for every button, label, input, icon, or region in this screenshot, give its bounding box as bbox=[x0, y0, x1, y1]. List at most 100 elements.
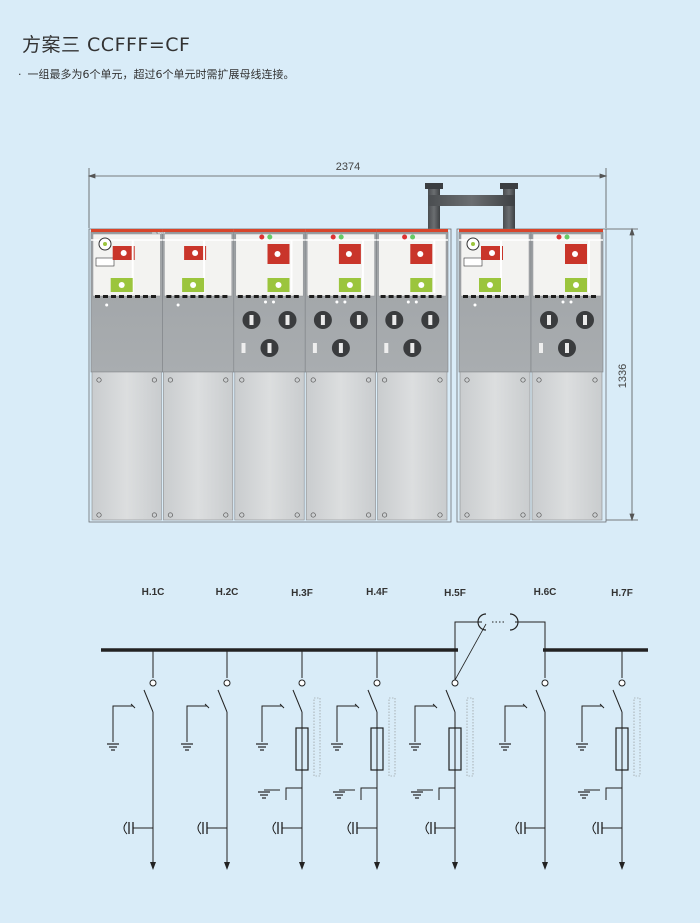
fuse-indicator bbox=[241, 343, 246, 353]
capacitor-arc bbox=[272, 821, 277, 835]
feeder-h3f: H.3F bbox=[256, 588, 321, 870]
terminal-block bbox=[559, 295, 564, 298]
fuse-icon bbox=[448, 727, 462, 771]
door-bolt bbox=[310, 512, 316, 518]
terminal-block bbox=[495, 295, 500, 298]
operating-hole-icon bbox=[346, 282, 353, 288]
cabinet-top-strip bbox=[233, 229, 306, 232]
door-bolt bbox=[536, 512, 542, 518]
door-bolt bbox=[294, 512, 300, 518]
feeder-label: H.3F bbox=[291, 588, 313, 599]
terminal-block bbox=[317, 295, 323, 298]
operating-hole-icon bbox=[192, 250, 199, 256]
cabinet-group-b bbox=[456, 228, 607, 523]
height-dimension-label: 1336 bbox=[617, 364, 629, 388]
door-bolt bbox=[464, 512, 470, 518]
indicator-lamp-red bbox=[402, 234, 408, 240]
cable-arrow-icon bbox=[542, 862, 548, 870]
door-bolt bbox=[536, 377, 542, 383]
terminal-block bbox=[511, 295, 516, 298]
terminal-block bbox=[341, 295, 347, 298]
page-note: ·一组最多为6个单元，超过6个单元时需扩展母线连接。 bbox=[18, 66, 295, 82]
indicator-dot bbox=[272, 300, 275, 304]
fuse-icon bbox=[615, 727, 629, 771]
gauge-needle bbox=[103, 242, 107, 246]
cabinet-top-strip bbox=[162, 229, 234, 232]
terminal-block bbox=[237, 295, 243, 298]
indicator-dot bbox=[414, 300, 418, 304]
door-bolt bbox=[310, 377, 316, 383]
terminal-block bbox=[277, 295, 283, 298]
terminal-block bbox=[143, 295, 148, 298]
cable-arrow-icon bbox=[452, 862, 458, 870]
indicator-lamp-red bbox=[259, 234, 265, 240]
fuse-indicator bbox=[312, 343, 317, 353]
terminal-block bbox=[135, 295, 140, 298]
fuse-knob-slot bbox=[285, 315, 290, 325]
terminal-block bbox=[325, 295, 331, 298]
feeder-h1c: H.1C bbox=[107, 587, 164, 870]
cabinet-lower-door bbox=[305, 371, 376, 521]
coupler-line-right bbox=[515, 621, 546, 650]
terminal-block bbox=[333, 295, 339, 298]
switch-blade bbox=[292, 689, 303, 713]
voltage-indicator bbox=[463, 257, 483, 267]
operating-hole-icon bbox=[573, 282, 579, 288]
fuse-trip-link bbox=[388, 697, 396, 777]
terminal-block bbox=[245, 295, 251, 298]
cabinet-lower-door bbox=[163, 371, 234, 521]
fuse-knob-slot bbox=[428, 315, 433, 325]
cabinet-top-strip bbox=[91, 229, 163, 232]
width-dimension-label: 2374 bbox=[336, 161, 360, 173]
terminal-block bbox=[166, 295, 172, 298]
note-text: 一组最多为6个单元，超过6个单元时需扩展母线连接。 bbox=[27, 68, 295, 81]
terminal-block bbox=[206, 295, 212, 298]
cable-arrow-icon bbox=[224, 862, 230, 870]
terminal-block bbox=[253, 295, 259, 298]
terminal-block bbox=[151, 295, 156, 298]
indicator-dot bbox=[561, 300, 565, 304]
indicator-dot bbox=[335, 300, 339, 304]
operating-hole-icon bbox=[120, 250, 127, 256]
earth-branch bbox=[414, 705, 435, 742]
terminal-block bbox=[269, 295, 275, 298]
terminal-block bbox=[222, 295, 228, 298]
cable-arrow-icon bbox=[374, 862, 380, 870]
page-title: 方案三 CCFFF=CF bbox=[22, 34, 191, 56]
door-bolt bbox=[96, 377, 102, 383]
cabinet-lower-door bbox=[531, 371, 603, 521]
terminal-block bbox=[463, 295, 468, 298]
terminal-block bbox=[95, 295, 100, 298]
cabinet-unit-f bbox=[304, 229, 377, 521]
operating-hole-icon bbox=[417, 251, 424, 257]
terminal-block bbox=[198, 295, 204, 298]
switch-blade bbox=[367, 689, 378, 713]
door-bolt bbox=[223, 377, 229, 383]
busbar-extension-pipe bbox=[425, 183, 518, 231]
terminal-block bbox=[182, 295, 188, 298]
terminal-block bbox=[396, 295, 402, 298]
operating-hole-icon bbox=[418, 282, 425, 288]
capacitor-arc bbox=[592, 821, 597, 835]
lower-earth-branch bbox=[438, 787, 455, 800]
feeder-h6c: H.6C bbox=[499, 587, 556, 870]
switch-contact-icon bbox=[223, 679, 231, 687]
door-bolt bbox=[239, 377, 245, 383]
terminal-block bbox=[471, 295, 476, 298]
door-bolt bbox=[366, 377, 372, 383]
capacitor-arc bbox=[197, 821, 202, 835]
door-bolt bbox=[239, 512, 245, 518]
switch-blade bbox=[445, 689, 456, 713]
indicator-dot bbox=[105, 303, 109, 307]
fuse-trip-link bbox=[313, 697, 321, 777]
switch-contact-icon bbox=[451, 679, 459, 687]
fuse-indicator bbox=[384, 343, 389, 353]
terminal-block bbox=[357, 295, 363, 298]
indicator-lamp-green bbox=[564, 234, 570, 240]
capacitor-arc bbox=[515, 821, 520, 835]
capacitor-arc bbox=[425, 821, 430, 835]
indicator-dot bbox=[406, 300, 410, 304]
earth-branch bbox=[581, 705, 602, 742]
terminal-block bbox=[551, 295, 556, 298]
